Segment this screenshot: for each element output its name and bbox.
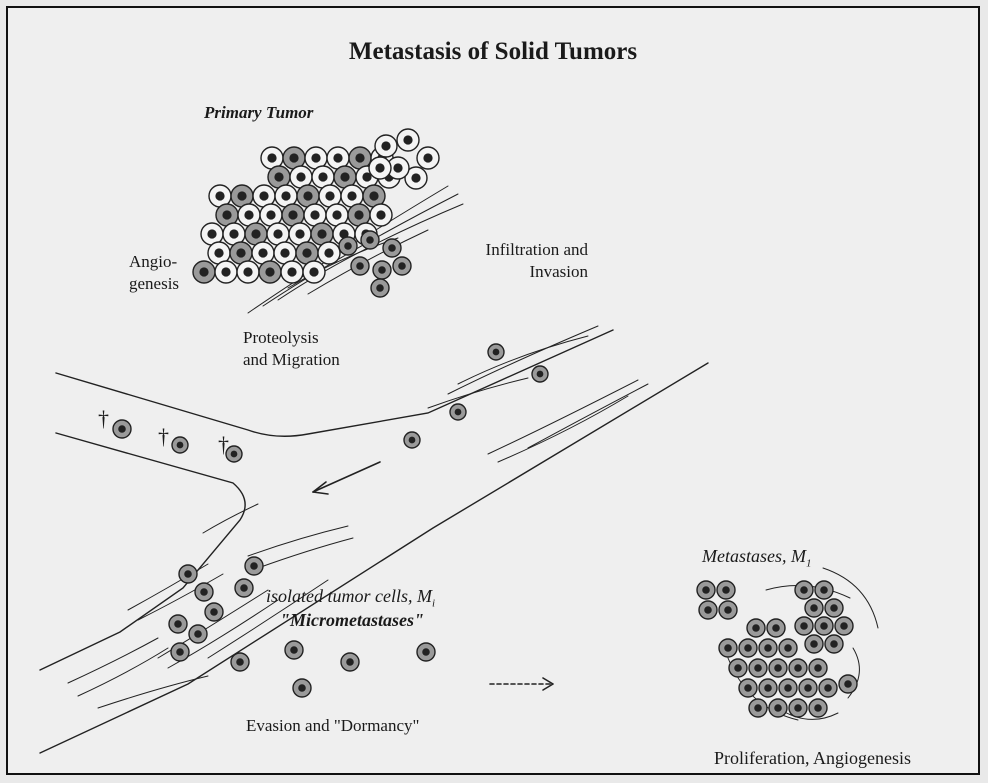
tumor-cell <box>759 639 777 657</box>
tumor-cell <box>404 432 420 448</box>
tumor-cell <box>795 581 813 599</box>
tumor-cell <box>189 625 207 643</box>
cell-death-mark: † <box>98 406 109 432</box>
diagram-frame: Metastasis of Solid Tumors Primary Tumor… <box>6 6 980 775</box>
tumor-cell <box>815 617 833 635</box>
label-metastases: Metastases, M1 <box>702 546 811 570</box>
tumor-cell <box>759 679 777 697</box>
tumor-cell <box>231 653 249 671</box>
label-infiltration-line1: Infiltration and <box>408 240 588 260</box>
tumor-cell <box>450 404 466 420</box>
label-micrometastases: "Micrometastases" <box>280 610 424 631</box>
tumor-cell <box>789 699 807 717</box>
tumor-cell <box>235 579 253 597</box>
label-proteolysis-line1: Proteolysis <box>243 328 319 348</box>
tumor-cell <box>113 420 131 438</box>
tumor-cell <box>351 257 369 275</box>
tumor-cell <box>719 601 737 619</box>
tumor-cell <box>697 581 715 599</box>
tumor-cell <box>825 635 843 653</box>
diagram-artwork <box>8 8 980 775</box>
tumor-cell <box>819 679 837 697</box>
tumor-cell <box>805 599 823 617</box>
tumor-cell <box>169 615 187 633</box>
tumor-cell <box>799 679 817 697</box>
tumor-cell <box>293 679 311 697</box>
tumor-cell <box>839 675 857 693</box>
tumor-cell <box>375 135 397 157</box>
label-evasion-dormancy: Evasion and "Dormancy" <box>246 716 419 736</box>
tumor-cell <box>171 643 189 661</box>
tumor-cell <box>417 147 439 169</box>
tumor-cell <box>749 659 767 677</box>
tumor-cell <box>215 261 237 283</box>
tumor-cell <box>383 239 401 257</box>
tumor-cell <box>318 242 340 264</box>
tumor-cell <box>739 639 757 657</box>
tumor-cell <box>339 237 357 255</box>
tumor-cell <box>825 599 843 617</box>
tumor-cell <box>795 617 813 635</box>
tumor-cell <box>172 437 188 453</box>
tumor-cell <box>488 344 504 360</box>
tumor-cell <box>245 557 263 575</box>
label-proteolysis-line2: and Migration <box>243 350 340 370</box>
tumor-cell <box>719 639 737 657</box>
tumor-cell <box>767 619 785 637</box>
tumor-cell <box>179 565 197 583</box>
tumor-cell <box>281 261 303 283</box>
tumor-cell <box>195 583 213 601</box>
label-primary-tumor: Primary Tumor <box>204 103 313 123</box>
tumor-cell <box>779 639 797 657</box>
tumor-cell <box>205 603 223 621</box>
tumor-cell <box>341 653 359 671</box>
tumor-cell <box>397 129 419 151</box>
tumor-cell <box>779 679 797 697</box>
tumor-cell <box>815 581 833 599</box>
tumor-cell <box>532 366 548 382</box>
tumor-cell <box>370 204 392 226</box>
tumor-cell <box>303 261 325 283</box>
tumor-cell <box>717 581 735 599</box>
tumor-cell <box>369 157 391 179</box>
tumor-cell <box>749 699 767 717</box>
flow-arrow <box>313 462 380 492</box>
tumor-cell <box>809 699 827 717</box>
tumor-cell <box>373 261 391 279</box>
tumor-cell <box>729 659 747 677</box>
tumor-cell <box>237 261 259 283</box>
label-infiltration-line2: Invasion <box>408 262 588 282</box>
tumor-cell <box>739 679 757 697</box>
vessel-wall-middle <box>40 433 245 670</box>
label-isolated-tumor-cells: isolated tumor cells, Mi <box>266 586 435 610</box>
diagram-title: Metastasis of Solid Tumors <box>8 38 978 66</box>
tumor-cell <box>835 617 853 635</box>
label-angiogenesis-line2: genesis <box>129 274 179 294</box>
tumor-cell <box>285 641 303 659</box>
label-angiogenesis-line1: Angio- <box>129 252 177 272</box>
tumor-cell <box>747 619 765 637</box>
tumor-cell <box>769 699 787 717</box>
tumor-cell <box>699 601 717 619</box>
tumor-cell <box>371 279 389 297</box>
tumor-cell <box>809 659 827 677</box>
label-proliferation-angiogenesis: Proliferation, Angiogenesis <box>714 748 911 769</box>
tumor-cell <box>769 659 787 677</box>
tumor-cell <box>805 635 823 653</box>
tumor-cell <box>193 261 215 283</box>
vessel-wall-upper <box>56 330 613 436</box>
cell-death-mark: † <box>158 424 169 450</box>
tumor-cell <box>361 231 379 249</box>
tumor-cell <box>789 659 807 677</box>
cell-death-mark: † <box>218 432 229 458</box>
tumor-cell <box>259 261 281 283</box>
tumor-cell <box>417 643 435 661</box>
